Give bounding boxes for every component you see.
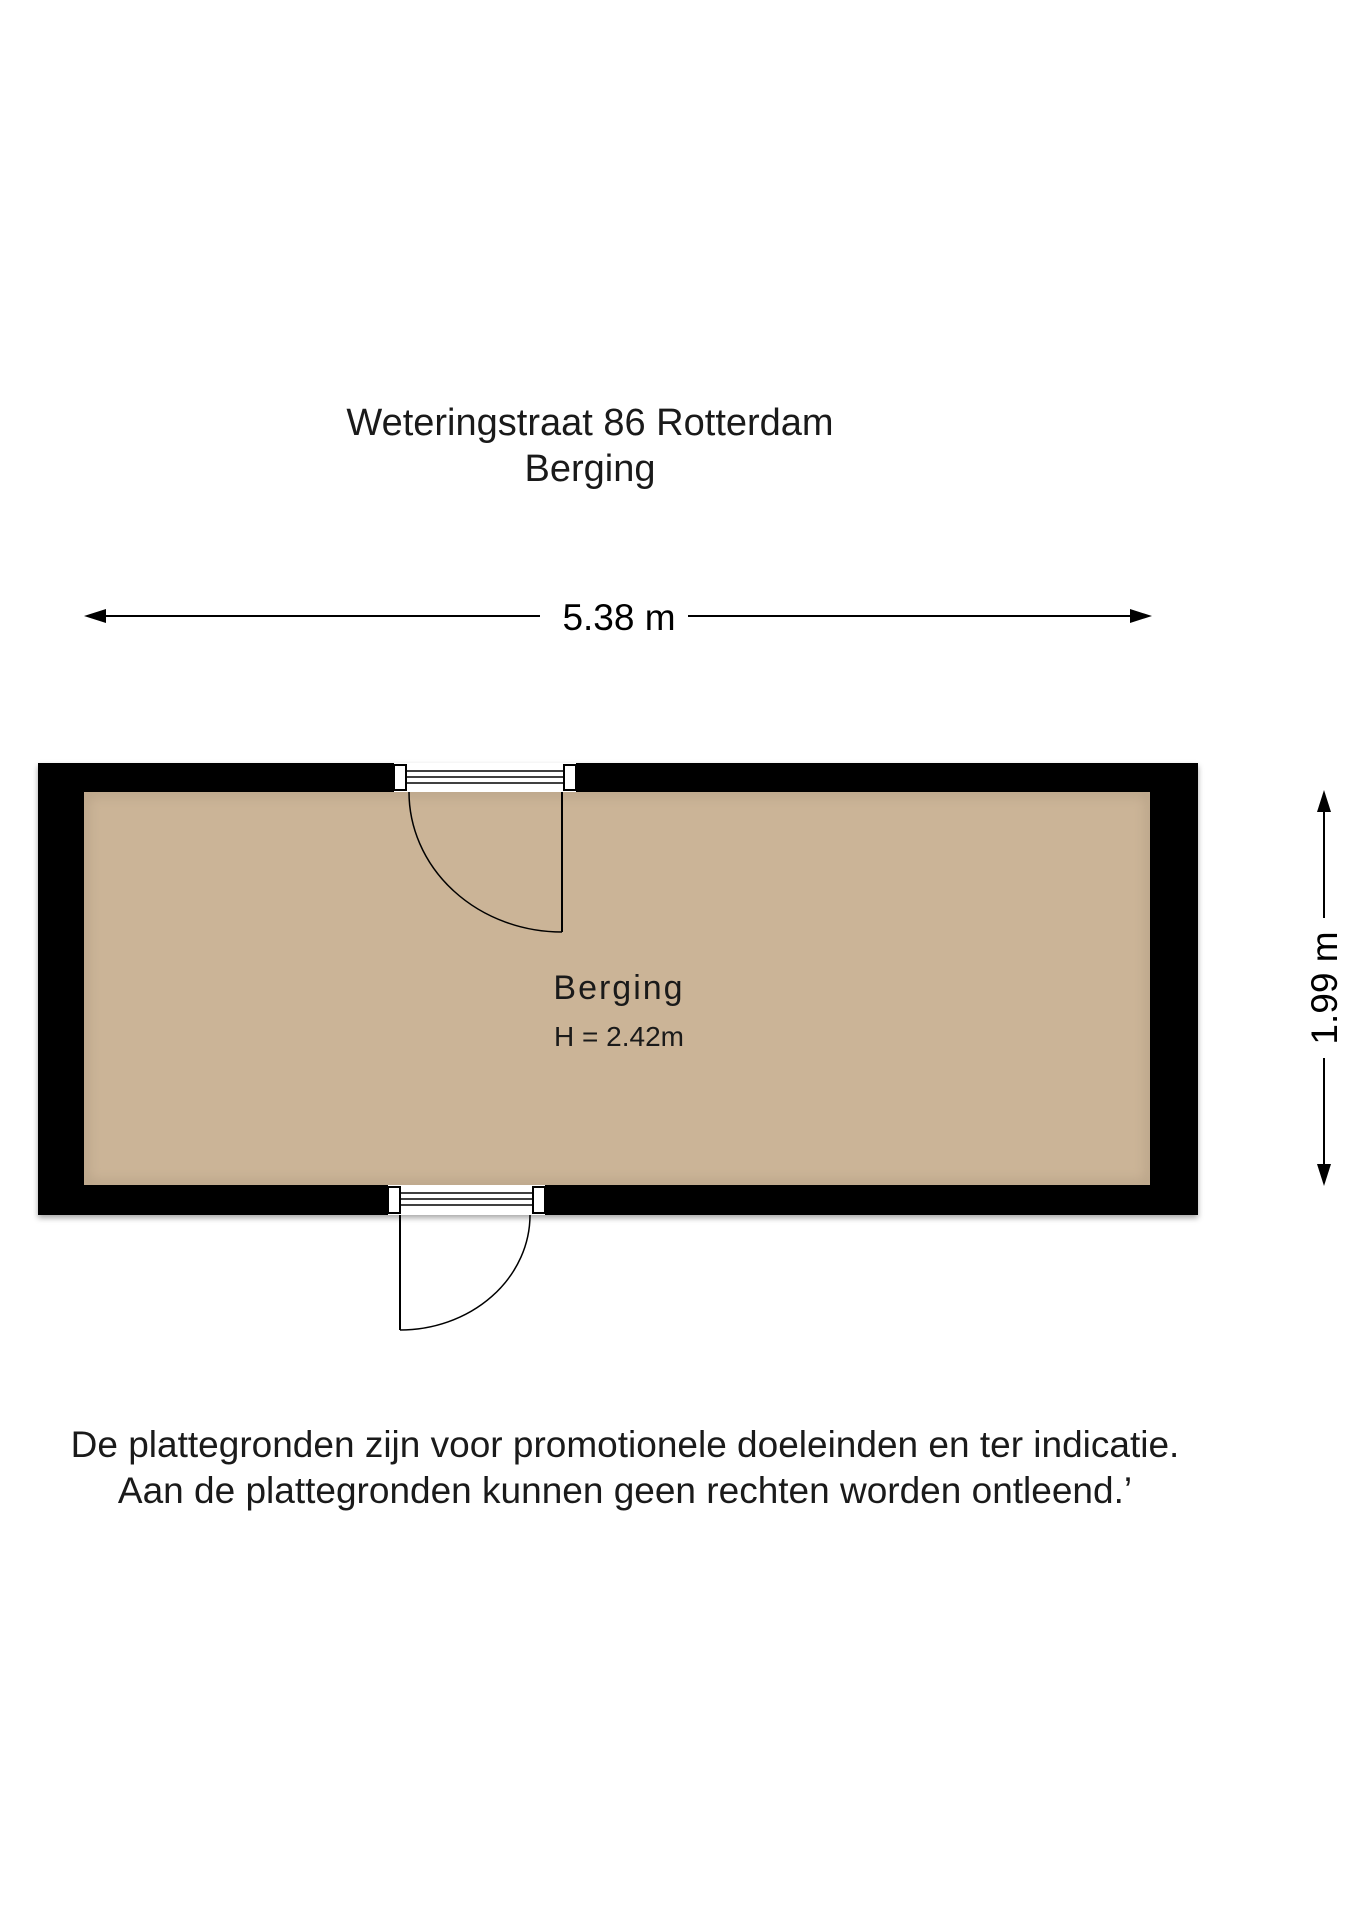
plan-title-block: Weteringstraat 86 Rotterdam Berging <box>330 400 850 492</box>
top-door-swing-arc <box>408 791 563 933</box>
arrow-down-icon <box>1317 1164 1331 1186</box>
bottom-door-jamb-right <box>532 1186 546 1214</box>
top-door-jamb-right <box>563 764 577 791</box>
disclaimer-line-2: Aan de plattegronden kunnen geen rechten… <box>117 1470 1133 1511</box>
bottom-door <box>387 1185 546 1331</box>
width-dimension-label: 5.38 m <box>562 597 675 638</box>
arrow-up-icon <box>1317 790 1331 812</box>
address-title: Weteringstraat 86 Rotterdam <box>346 402 834 444</box>
bottom-door-opening <box>388 1185 545 1215</box>
floor-name: Berging <box>524 448 656 490</box>
arrow-left-icon <box>84 609 106 623</box>
width-dimension: 5.38 m <box>84 597 1152 638</box>
room-height-label: H = 2.42m <box>554 1021 684 1052</box>
top-door <box>393 763 577 933</box>
depth-dimension-label: 1.99 m <box>1304 931 1345 1044</box>
room-name-label: Berging <box>553 969 684 1007</box>
arrow-right-icon <box>1130 609 1152 623</box>
disclaimer: De plattegronden zijn voor promotionele … <box>0 1422 1250 1514</box>
room-floor <box>84 792 1150 1185</box>
floor-edge-shade <box>81 789 1153 1188</box>
depth-dimension: 1.99 m <box>1304 790 1345 1186</box>
disclaimer-line-1: De plattegronden zijn voor promotionele … <box>70 1424 1180 1465</box>
bottom-door-swing-arc <box>399 1214 531 1331</box>
bottom-door-jamb-left <box>387 1186 401 1214</box>
top-door-jamb-left <box>393 764 407 791</box>
